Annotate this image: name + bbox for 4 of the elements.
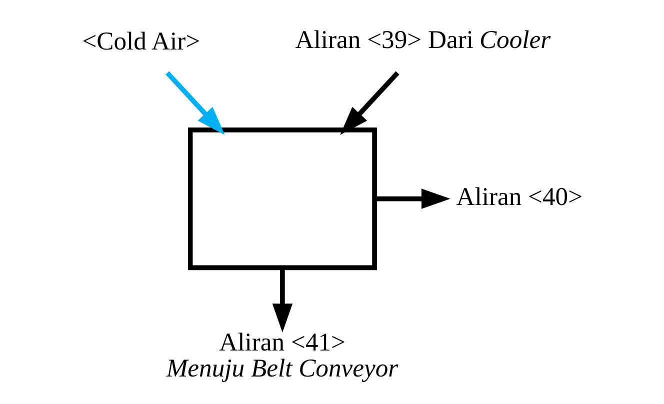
- node-text: <Cold Air>: [82, 26, 200, 56]
- node-text: Aliran <41> Menuju Belt Conveyor: [166, 328, 398, 382]
- node-text: Aliran <39> Dari Cooler: [294, 24, 550, 54]
- node-text: Aliran <40>: [456, 182, 582, 211]
